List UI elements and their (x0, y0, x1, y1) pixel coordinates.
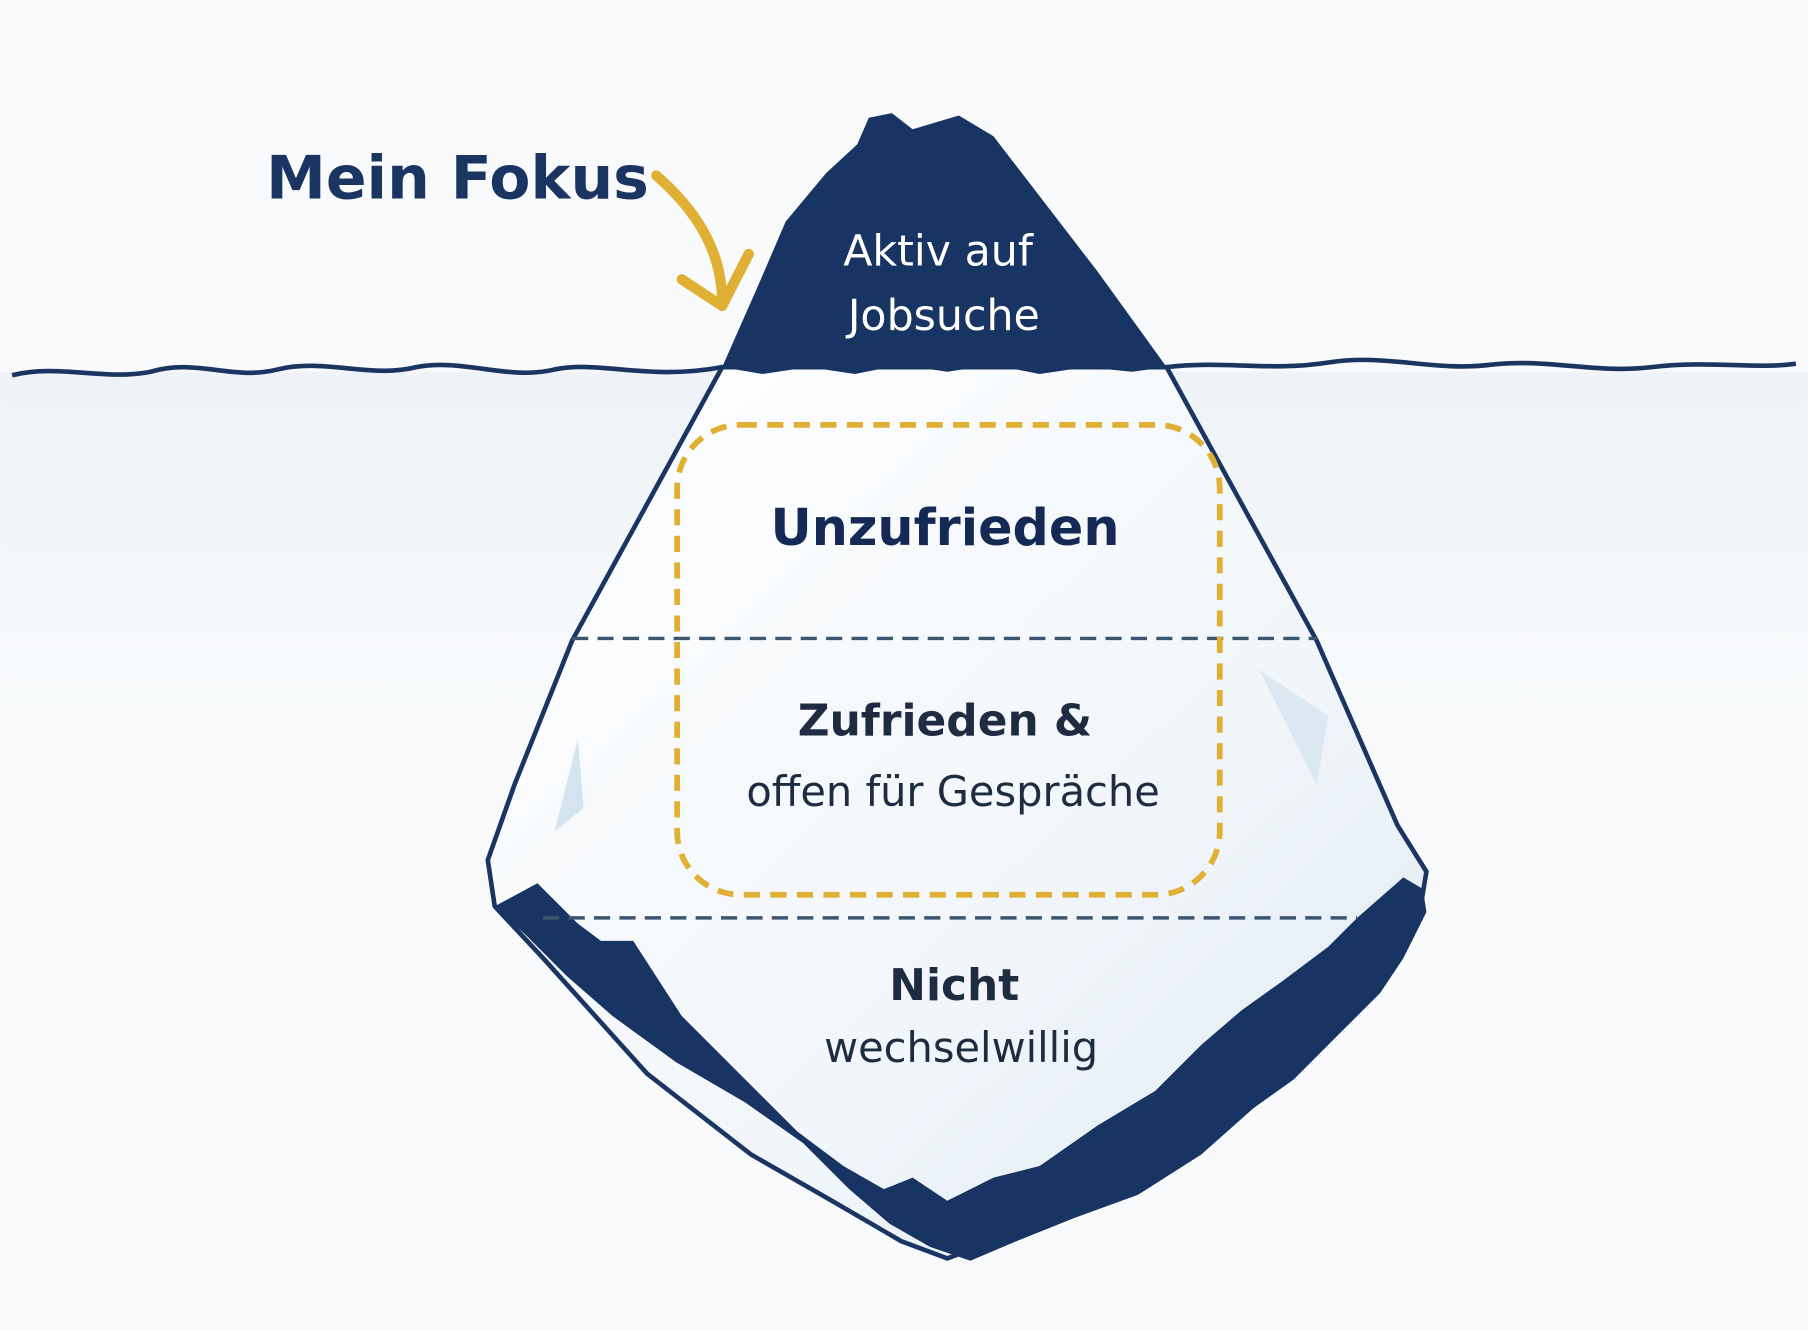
segment-zufrieden-line1: Zufrieden & (798, 695, 1092, 746)
focus-arrow-icon (651, 170, 754, 312)
segment-nicht-line2: wechselwillig (824, 1023, 1098, 1072)
segment-zufrieden-line2: offen für Gespräche (746, 767, 1159, 816)
segment-unzufrieden-label: Unzufrieden (770, 498, 1119, 557)
ice-facet (1259, 669, 1329, 786)
segment-nicht-line1: Nicht (889, 960, 1019, 1011)
focus-label: Mein Fokus (266, 144, 649, 214)
tip-label-line2: Jobsuche (845, 291, 1040, 341)
waterline-wave (11, 357, 1797, 378)
tip-label-line1: Aktiv auf (843, 227, 1034, 277)
ice-facet (554, 738, 584, 832)
iceberg-tip (722, 113, 1167, 375)
iceberg-base-dark (494, 877, 1427, 1261)
